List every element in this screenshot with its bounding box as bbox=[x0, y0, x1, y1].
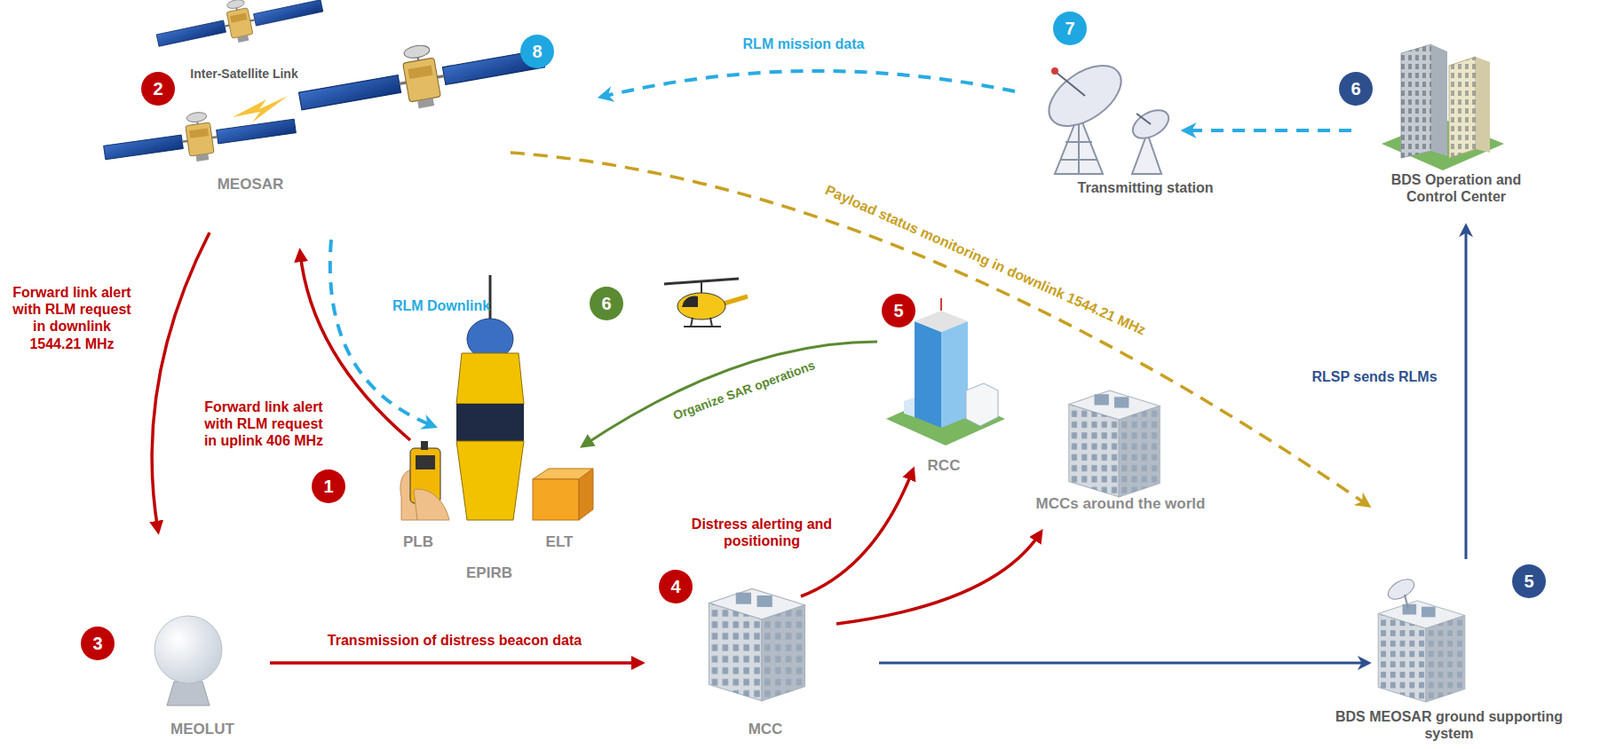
edge-label: Forward link alert with RLM request in d… bbox=[5, 284, 139, 353]
callout-number: 8 bbox=[520, 34, 555, 69]
callout-number: 2 bbox=[141, 71, 175, 106]
icon-node: MEOLUT bbox=[133, 612, 276, 746]
node-label: EPIRB bbox=[466, 564, 513, 583]
connector-arrow bbox=[1185, 128, 1352, 133]
satellites bbox=[100, 0, 548, 175]
node-label: PLB bbox=[403, 533, 434, 552]
node-label: BDS MEOSAR ground supporting system bbox=[1311, 708, 1587, 743]
icon-node: RCC bbox=[879, 301, 1013, 480]
edge-label: RLSP sends RLMs bbox=[1311, 368, 1437, 386]
connector-arrow bbox=[800, 470, 913, 597]
icon-node: BDS MEOSAR ground supporting system bbox=[1305, 568, 1594, 748]
callout-number: 6 bbox=[1338, 71, 1373, 106]
edge-label: RLM mission data bbox=[743, 35, 865, 53]
callout-number: 4 bbox=[658, 570, 693, 604]
edge-label: RLM Downlink bbox=[392, 297, 491, 315]
transmitting-antenna bbox=[1037, 53, 1173, 175]
edge-label: Distress alerting and positioning bbox=[684, 515, 840, 550]
callout-number: 7 bbox=[1053, 11, 1087, 46]
edge-label: Organize SAR operations bbox=[671, 357, 817, 424]
icon-node: MCCs around the world bbox=[1012, 381, 1252, 524]
icon-node: Transmitting station bbox=[1021, 48, 1279, 205]
mcc-buildings bbox=[709, 390, 1466, 703]
callout-number: 5 bbox=[881, 293, 916, 328]
node-label: MEOSAR bbox=[217, 175, 285, 194]
connector-arrow bbox=[601, 71, 1015, 97]
node-label: MCC bbox=[748, 720, 784, 739]
node-label: MCCs around the world bbox=[1036, 495, 1206, 514]
lightning bbox=[232, 95, 288, 123]
connector-arrow bbox=[330, 239, 434, 427]
callout-number: 5 bbox=[1512, 564, 1546, 599]
icon-node: BDS Operation and Control Center bbox=[1367, 44, 1545, 222]
edge-label: Payload status monitoring in downlink 15… bbox=[823, 181, 1149, 339]
connector-arrow bbox=[1465, 227, 1468, 560]
control-center-buildings bbox=[1381, 44, 1505, 171]
connector-arrow bbox=[269, 661, 642, 666]
connector-arrow bbox=[879, 662, 1368, 666]
connector-arrow bbox=[510, 152, 1368, 506]
icon-node: MCC bbox=[688, 577, 844, 746]
node-label: ELT bbox=[546, 533, 574, 552]
helicopter bbox=[664, 278, 748, 327]
callout-number: 6 bbox=[589, 286, 624, 321]
node-label: BDS Operation and Control Center bbox=[1376, 171, 1537, 206]
connector-arrow bbox=[151, 232, 210, 531]
edge-label: Forward link alert with RLM request in u… bbox=[197, 398, 331, 451]
icon-node: PLB EPIRB ELT bbox=[390, 266, 604, 588]
meolut-radome bbox=[154, 616, 222, 706]
connector-arrow bbox=[836, 532, 1041, 625]
node-label: Transmitting station bbox=[1077, 179, 1214, 197]
connector-arrow bbox=[583, 341, 878, 446]
node-label: RCC bbox=[927, 457, 961, 476]
callout-number: 1 bbox=[311, 469, 346, 504]
callout-number: 3 bbox=[80, 626, 115, 661]
text-label: Inter-Satellite Link bbox=[190, 66, 298, 81]
edge-label: Transmission of distress beacon data bbox=[327, 632, 582, 650]
node-label: MEOLUT bbox=[170, 720, 235, 739]
